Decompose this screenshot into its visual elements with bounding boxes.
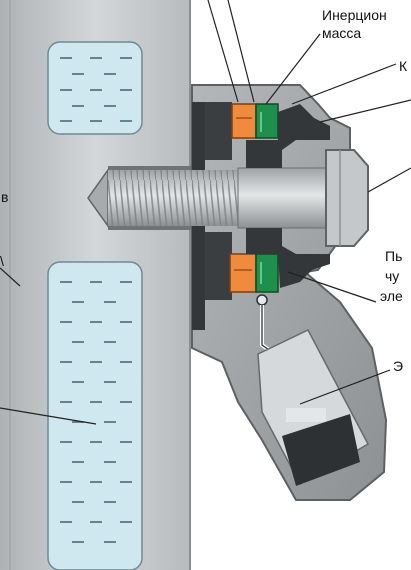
- label-left-partial-1: в: [1, 189, 9, 205]
- connector-cavity: [257, 329, 369, 486]
- label-inertial-mass-line2: масса: [322, 25, 362, 41]
- label-top-right-partial: К: [399, 58, 408, 74]
- label-inertial-mass-line1: Инерцион: [322, 7, 387, 23]
- upper-element-stack: [231, 103, 279, 139]
- coolant-channel-lower: [47, 261, 143, 570]
- clamping-nut: [246, 104, 330, 288]
- label-piezo-line3: эле: [380, 288, 403, 304]
- coolant-channel-upper: [47, 41, 143, 135]
- label-left-partial-2: \: [0, 253, 4, 269]
- label-piezo-line1: Пь: [385, 248, 403, 264]
- lower-element-stack: [229, 253, 279, 293]
- leader-lines: [0, 0, 411, 425]
- label-piezo-line2: чу: [385, 268, 400, 284]
- mounting-bolt: [87, 149, 369, 247]
- label-electronics-partial: Э: [393, 358, 404, 374]
